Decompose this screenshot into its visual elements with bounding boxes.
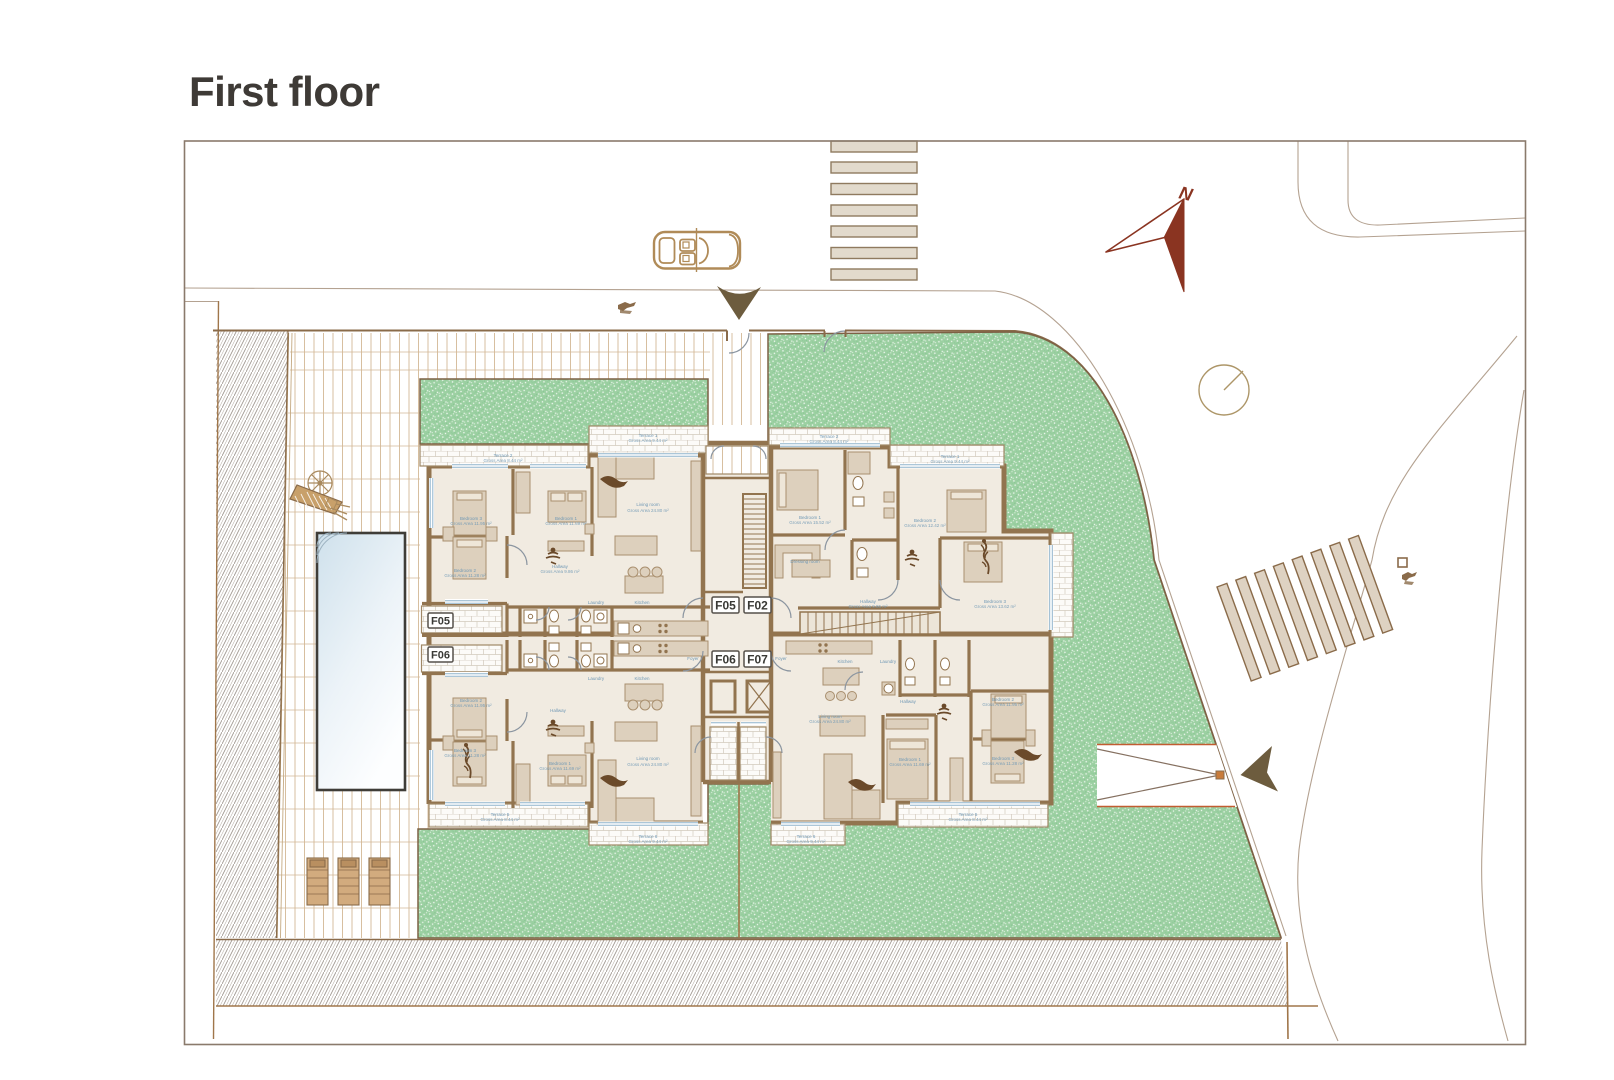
svg-text:Bedroom 2: Bedroom 2 <box>914 518 937 523</box>
svg-text:Terrace 6: Terrace 6 <box>639 834 658 839</box>
svg-text:Gross Area 11.95 m²: Gross Area 11.95 m² <box>450 703 492 708</box>
svg-text:Bedroom 1: Bedroom 1 <box>799 515 822 520</box>
svg-text:Gross Area 13.62 m²: Gross Area 13.62 m² <box>974 604 1016 609</box>
svg-text:Bedroom 1: Bedroom 1 <box>555 516 578 521</box>
svg-text:Bedroom 3: Bedroom 3 <box>992 756 1015 761</box>
svg-text:Terrace 5: Terrace 5 <box>491 812 510 817</box>
svg-text:Laundry: Laundry <box>588 676 605 681</box>
svg-text:Gross Area 24.80 m²: Gross Area 24.80 m² <box>627 508 669 513</box>
svg-text:Gross Area 8.44 m²: Gross Area 8.44 m² <box>809 439 849 444</box>
svg-text:Bedroom 2: Bedroom 2 <box>460 698 483 703</box>
svg-text:Terrace 1: Terrace 1 <box>639 433 658 438</box>
svg-text:Foyer: Foyer <box>775 656 787 661</box>
svg-text:Terrace 6: Terrace 6 <box>797 834 816 839</box>
svg-text:Gross Area 9.86 m²: Gross Area 9.86 m² <box>540 569 580 574</box>
svg-text:Hallway: Hallway <box>900 699 917 704</box>
svg-text:F05: F05 <box>431 616 450 628</box>
svg-text:Gross Area 8.44 m²: Gross Area 8.44 m² <box>948 817 988 822</box>
svg-text:Terrace 2: Terrace 2 <box>820 434 839 439</box>
svg-text:Bedroom 2: Bedroom 2 <box>992 697 1015 702</box>
svg-text:Hallway: Hallway <box>860 599 877 604</box>
svg-text:Gross Area 11.28 m²: Gross Area 11.28 m² <box>444 753 486 758</box>
svg-text:Hallway: Hallway <box>552 564 569 569</box>
svg-text:Kitchen: Kitchen <box>634 676 650 681</box>
svg-text:Bedroom 3: Bedroom 3 <box>460 516 483 521</box>
svg-text:Gross Area 11.95 m²: Gross Area 11.95 m² <box>982 702 1024 707</box>
svg-text:Bedroom 3: Bedroom 3 <box>984 599 1007 604</box>
svg-text:Gross Area 11.95 m²: Gross Area 11.95 m² <box>450 521 492 526</box>
svg-text:Gross Area 24.80 m²: Gross Area 24.80 m² <box>809 719 851 724</box>
svg-text:F07: F07 <box>747 653 768 667</box>
svg-text:Living room: Living room <box>636 502 660 507</box>
svg-text:Terrace 2: Terrace 2 <box>494 453 513 458</box>
svg-text:Foyer: Foyer <box>687 656 699 661</box>
svg-text:Terrace 5: Terrace 5 <box>959 812 978 817</box>
svg-text:Gross Area 11.69 m²: Gross Area 11.69 m² <box>545 521 587 526</box>
svg-text:Gross Area 11.69 m²: Gross Area 11.69 m² <box>539 766 581 771</box>
svg-text:Laundry: Laundry <box>588 600 605 605</box>
svg-text:Gross Area 9.44 m²: Gross Area 9.44 m² <box>786 839 826 844</box>
svg-text:Dressing room: Dressing room <box>790 559 820 564</box>
svg-text:F06: F06 <box>431 650 450 662</box>
svg-text:Gross Area 11.69 m²: Gross Area 11.69 m² <box>889 762 931 767</box>
svg-text:Gross Area 11.28 m²: Gross Area 11.28 m² <box>982 761 1024 766</box>
svg-text:Gross Area 9.86 m²: Gross Area 9.86 m² <box>848 604 888 609</box>
svg-text:N: N <box>1177 182 1195 205</box>
svg-text:Gross Area 9.44 m²: Gross Area 9.44 m² <box>628 438 668 443</box>
svg-text:Gross Area 12.42 m²: Gross Area 12.42 m² <box>904 523 946 528</box>
svg-text:Bedroom 1: Bedroom 1 <box>549 761 572 766</box>
svg-text:Gross Area 24.80 m²: Gross Area 24.80 m² <box>627 762 669 767</box>
svg-text:Kitchen: Kitchen <box>634 600 650 605</box>
svg-text:Living room: Living room <box>818 714 842 719</box>
svg-text:Terrace 1: Terrace 1 <box>941 454 960 459</box>
svg-text:Kitchen: Kitchen <box>837 659 853 664</box>
svg-text:Gross Area 15.52 m²: Gross Area 15.52 m² <box>789 520 831 525</box>
svg-text:Laundry: Laundry <box>880 659 897 664</box>
svg-text:Bedroom 1: Bedroom 1 <box>899 757 922 762</box>
svg-text:Bedroom 3: Bedroom 3 <box>454 748 477 753</box>
svg-text:Gross Area 8.44 m²: Gross Area 8.44 m² <box>480 817 520 822</box>
svg-text:Living room: Living room <box>636 756 660 761</box>
svg-text:F02: F02 <box>747 599 768 613</box>
svg-text:Gross Area 9.44 m²: Gross Area 9.44 m² <box>930 459 970 464</box>
svg-text:F06: F06 <box>715 653 736 667</box>
svg-text:Bedroom 2: Bedroom 2 <box>454 568 477 573</box>
svg-text:F05: F05 <box>715 599 736 613</box>
svg-text:Hallway: Hallway <box>550 708 567 713</box>
svg-text:Gross Area 11.28 m²: Gross Area 11.28 m² <box>444 573 486 578</box>
svg-text:Gross Area 8.44 m²: Gross Area 8.44 m² <box>483 458 523 463</box>
svg-text:Gross Area 9.44 m²: Gross Area 9.44 m² <box>628 839 668 844</box>
